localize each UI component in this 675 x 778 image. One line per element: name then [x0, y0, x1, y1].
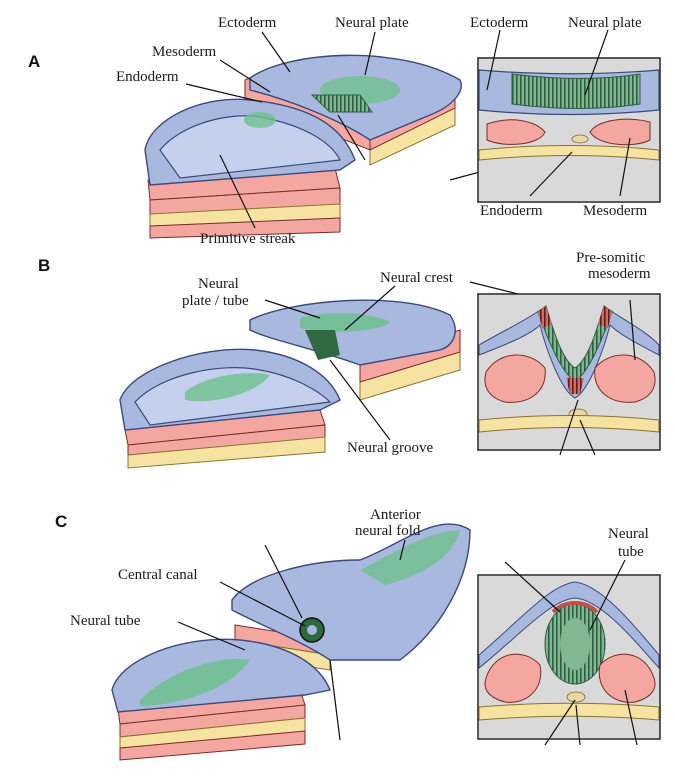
label-a-inset-neural-plate: Neural plate [568, 15, 642, 31]
panel-b-letter: B [38, 256, 50, 275]
panel-c-inset [478, 560, 660, 745]
label-a-inset-ectoderm: Ectoderm [470, 15, 529, 31]
label-a-inset-endoderm: Endoderm [480, 203, 543, 219]
label-c-central-canal: Central canal [118, 567, 198, 583]
label-a-primitive-streak: Primitive streak [200, 231, 296, 247]
label-a-endoderm: Endoderm [116, 69, 179, 85]
label-c-anterior-line2: neural fold [355, 523, 421, 539]
label-b-neural-line2: plate / tube [182, 293, 249, 309]
label-c-anterior-line1: Anterior [370, 507, 421, 523]
panel-c-embryo-front [112, 639, 330, 760]
panel-b-embryo-front [120, 349, 340, 468]
label-b-neural-line1: Neural [198, 276, 239, 292]
label-b-presomitic-line1: Pre-somitic [576, 250, 645, 266]
label-b-presomitic-line2: mesoderm [588, 266, 651, 282]
panel-b: B Neural plate / tube Neural crest Neura… [38, 250, 660, 468]
label-a-mesoderm: Mesoderm [152, 44, 216, 60]
panel-c-letter: C [55, 512, 67, 531]
panel-c: C Anterior neural fold Central canal Neu… [55, 507, 660, 760]
label-b-neural-crest: Neural crest [380, 270, 454, 286]
label-a-neural-plate: Neural plate [335, 15, 409, 31]
panel-b-inset [478, 294, 660, 455]
label-c-inset-neural-line2: tube [618, 544, 644, 560]
label-a-inset-mesoderm: Mesoderm [583, 203, 647, 219]
label-b-neural-groove: Neural groove [347, 440, 434, 456]
panel-a-inset [478, 30, 660, 202]
label-c-inset-neural-line1: Neural [608, 526, 649, 542]
label-a-ectoderm: Ectoderm [218, 15, 277, 31]
panel-a: A Ectoderm Neural plate Mesoderm Endoder… [28, 15, 660, 247]
panel-a-letter: A [28, 52, 40, 71]
label-c-neural-tube: Neural tube [70, 613, 141, 629]
